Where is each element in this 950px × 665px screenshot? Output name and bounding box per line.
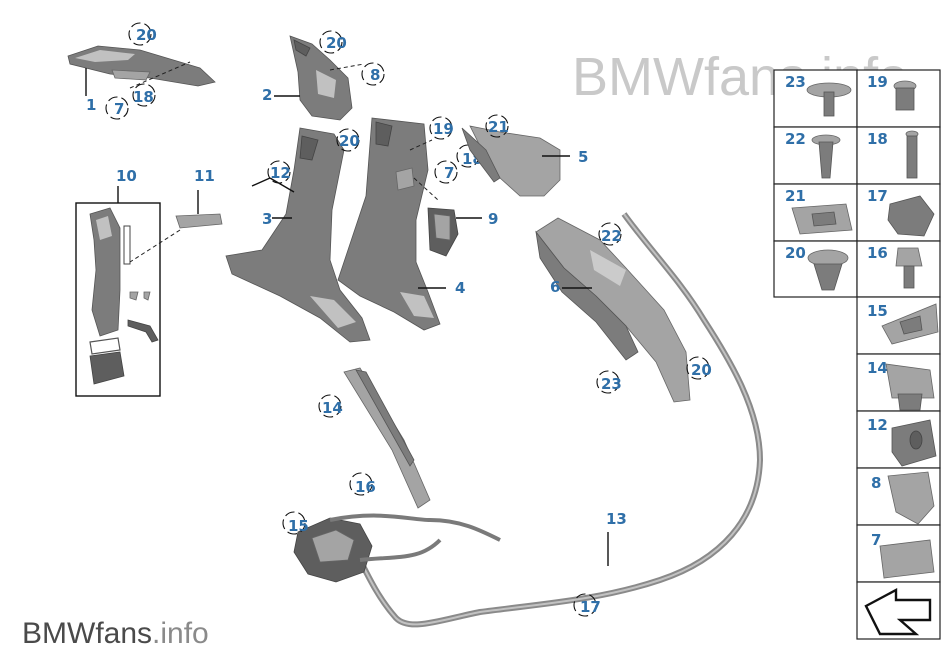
callout-6[interactable]: 6 xyxy=(550,278,560,296)
callout-17[interactable]: 17 xyxy=(580,598,601,616)
callout-ring-20b xyxy=(319,30,343,54)
part-4-pillar-trim[interactable] xyxy=(337,117,441,331)
fastener-23-screw xyxy=(806,82,852,117)
part-13-cable[interactable] xyxy=(357,212,764,628)
fastener-18-pin xyxy=(905,130,919,179)
table-label-17[interactable]: 17 xyxy=(867,187,888,205)
callout-ring-14 xyxy=(318,394,342,418)
callout-8[interactable]: 8 xyxy=(370,66,380,84)
callout-2[interactable]: 2 xyxy=(262,86,272,104)
fastener-22-rivet xyxy=(811,134,841,179)
callout-20c[interactable]: 20 xyxy=(339,132,360,150)
fastener-12-clip xyxy=(891,419,937,467)
callout-23[interactable]: 23 xyxy=(601,375,622,393)
watermark-bottom: BMWfans.info xyxy=(22,617,209,650)
nav-arrow-icon[interactable] xyxy=(864,588,932,636)
callout-11[interactable]: 11 xyxy=(194,167,215,185)
callout-20d[interactable]: 20 xyxy=(691,361,712,379)
table-label-12[interactable]: 12 xyxy=(867,416,888,434)
callout-ring-20d xyxy=(686,356,710,380)
table-label-18[interactable]: 18 xyxy=(867,130,888,148)
part-2-cover[interactable] xyxy=(289,35,353,121)
callout-4[interactable]: 4 xyxy=(455,279,465,297)
callout-ring-22 xyxy=(598,222,622,246)
callout-10[interactable]: 10 xyxy=(116,167,137,185)
part-10-handle xyxy=(89,207,159,385)
callout-16[interactable]: 16 xyxy=(355,478,376,496)
callout-3[interactable]: 3 xyxy=(262,210,272,228)
fastener-7-badge xyxy=(879,539,935,579)
table-label-8[interactable]: 8 xyxy=(871,474,881,492)
callout-ring-17 xyxy=(573,593,597,617)
fastener-15-clip xyxy=(881,303,939,345)
callout-18[interactable]: 18 xyxy=(133,88,154,106)
callout-ring-16 xyxy=(349,472,373,496)
part-3-pillar-trim[interactable] xyxy=(225,127,371,343)
callout-ring-21 xyxy=(485,114,509,138)
callout-ring-7 xyxy=(105,96,129,120)
callout-ring-23 xyxy=(596,370,620,394)
fastener-20-clip xyxy=(807,249,849,291)
callout-14[interactable]: 14 xyxy=(322,399,343,417)
part-6-trim[interactable] xyxy=(535,217,691,403)
table-label-14[interactable]: 14 xyxy=(867,359,888,377)
callout-ring-15 xyxy=(282,511,306,535)
callout-20[interactable]: 20 xyxy=(136,26,157,44)
callout-ring-8 xyxy=(361,62,385,86)
callout-15[interactable]: 15 xyxy=(288,517,309,535)
callout-ring-7b xyxy=(434,160,458,184)
callout-20b[interactable]: 20 xyxy=(326,34,347,52)
table-label-7[interactable]: 7 xyxy=(871,531,881,549)
callout-7b[interactable]: 7 xyxy=(444,164,454,182)
part-5-cover[interactable] xyxy=(461,125,561,197)
callout-9[interactable]: 9 xyxy=(488,210,498,228)
callout-22[interactable]: 22 xyxy=(601,227,622,245)
callout-ring-19 xyxy=(429,116,453,140)
part-1-trim[interactable] xyxy=(67,45,216,87)
callout-7[interactable]: 7 xyxy=(114,100,124,118)
callout-13[interactable]: 13 xyxy=(606,510,627,528)
fastener-19-nut xyxy=(893,80,917,111)
fastener-16-bolt xyxy=(895,247,923,289)
table-label-23[interactable]: 23 xyxy=(785,73,806,91)
fastener-17-clip xyxy=(887,195,935,237)
callout-1[interactable]: 1 xyxy=(86,96,96,114)
callout-ring-12 xyxy=(267,160,291,184)
callout-ring-18 xyxy=(132,83,156,107)
table-label-22[interactable]: 22 xyxy=(785,130,806,148)
part-14-rail[interactable] xyxy=(343,367,431,509)
fastener-21-clip xyxy=(791,203,853,235)
table-label-20[interactable]: 20 xyxy=(785,244,806,262)
part-11-bracket[interactable] xyxy=(175,213,223,229)
callout-5[interactable]: 5 xyxy=(578,148,588,166)
callout-12[interactable]: 12 xyxy=(270,164,291,182)
table-label-21[interactable]: 21 xyxy=(785,187,806,205)
part-9-vent[interactable] xyxy=(427,207,459,257)
fastener-8-clip xyxy=(887,471,935,525)
fastener-14-clip xyxy=(885,363,935,411)
callout-19[interactable]: 19 xyxy=(433,120,454,138)
callout-21[interactable]: 21 xyxy=(488,118,509,136)
table-label-19[interactable]: 19 xyxy=(867,73,888,91)
table-label-16[interactable]: 16 xyxy=(867,244,888,262)
table-label-15[interactable]: 15 xyxy=(867,302,888,320)
callout-ring-20 xyxy=(128,22,152,46)
part-15-retractor[interactable] xyxy=(293,517,373,583)
callout-ring-20c xyxy=(336,128,360,152)
